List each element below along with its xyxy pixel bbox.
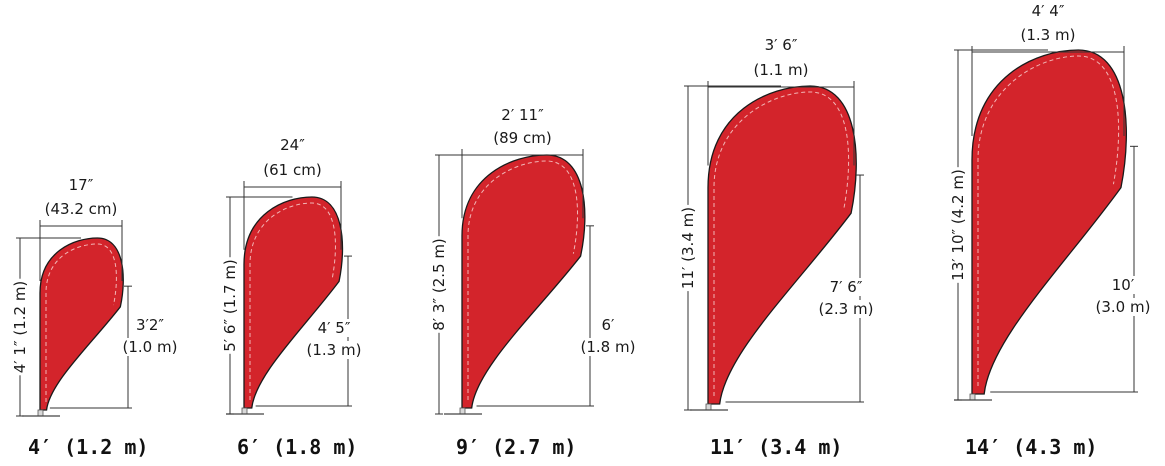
flag-width: 4′ 4″ <box>1032 2 1065 20</box>
flag-width-metric: (1.3 m) <box>1021 26 1076 44</box>
flag-height-metric: (3.0 m) <box>1096 298 1151 316</box>
overall-height: 13′ 10″ (4.2 m) <box>949 169 967 281</box>
flag-width-metric: (1.1 m) <box>754 61 809 79</box>
pole-stub <box>969 393 976 401</box>
flag-height: 7′ 6″ <box>830 278 863 296</box>
flag-size-title: 11′ (3.4 m) <box>710 435 842 459</box>
flag-width: 17″ <box>69 176 94 194</box>
flag-banner <box>39 237 124 411</box>
flag-height: 4′ 5″ <box>318 319 351 337</box>
pole-stub <box>459 407 466 415</box>
overall-height: 11′ (3.4 m) <box>679 207 697 289</box>
flag-seam <box>45 243 117 402</box>
flag-2: 24″ (61 cm) 5′ 6″ (1.7 m) 4′ 5″ (1.3 m) 6′ (1… <box>221 136 364 459</box>
flag-height-metric: (1.3 m) <box>307 341 362 359</box>
flag-4: 3′ 6″ (1.1 m) 11′ (3.4 m) 7′ 6″ (2.3 m) 11′ (… <box>679 36 876 459</box>
overall-height: 5′ 6″ (1.7 m) <box>221 259 239 352</box>
overall-height: 4′ 1″ (1.2 m) <box>11 281 29 374</box>
flag-height-metric: (1.0 m) <box>123 338 178 356</box>
flag-height: 3′2″ <box>136 316 164 334</box>
overall-height: 8′ 3″ (2.5 m) <box>430 238 448 331</box>
flag-size-title: 6′ (1.8 m) <box>237 435 357 459</box>
flag-seam <box>713 91 850 396</box>
pole-stub <box>241 407 248 415</box>
flag-size-title: 9′ (2.7 m) <box>456 435 576 459</box>
flag-height-metric: (1.8 m) <box>581 338 636 356</box>
pole-stub <box>37 409 44 417</box>
flag-height: 6′ <box>602 316 616 334</box>
flag-banner <box>243 196 344 409</box>
flag-banner <box>461 154 586 409</box>
flag-1: 17″ (43.2 cm) 4′ 1″ (1.2 m) 3′2″ (1.0 m) 4′ (… <box>11 176 180 459</box>
flag-banner <box>971 49 1127 395</box>
flag-seam <box>467 160 578 400</box>
flag-width: 24″ <box>280 136 305 154</box>
flag-size-title: 4′ (1.2 m) <box>28 435 148 459</box>
flag-width: 3′ 6″ <box>765 36 798 54</box>
flag-width: 2′ 11″ <box>501 106 544 124</box>
flag-5: 4′ 4″ (1.3 m) 13′ 10″ (4.2 m) 10′ (3.0 m) 14′… <box>949 2 1153 459</box>
flag-3: 2′ 11″ (89 cm) 8′ 3″ (2.5 m) 6′ (1.8 m) 9′ (2… <box>430 106 638 459</box>
flag-width-metric: (43.2 cm) <box>45 200 118 218</box>
flag-banner <box>707 85 857 405</box>
flag-height: 10′ <box>1112 276 1135 294</box>
flag-height-metric: (2.3 m) <box>819 300 874 318</box>
flag-seam <box>249 202 336 400</box>
flag-seam <box>977 55 1120 386</box>
flag-width-metric: (89 cm) <box>493 129 551 147</box>
pole-stub <box>705 403 712 411</box>
flag-size-title: 14′ (4.3 m) <box>965 435 1097 459</box>
flag-width-metric: (61 cm) <box>263 161 321 179</box>
